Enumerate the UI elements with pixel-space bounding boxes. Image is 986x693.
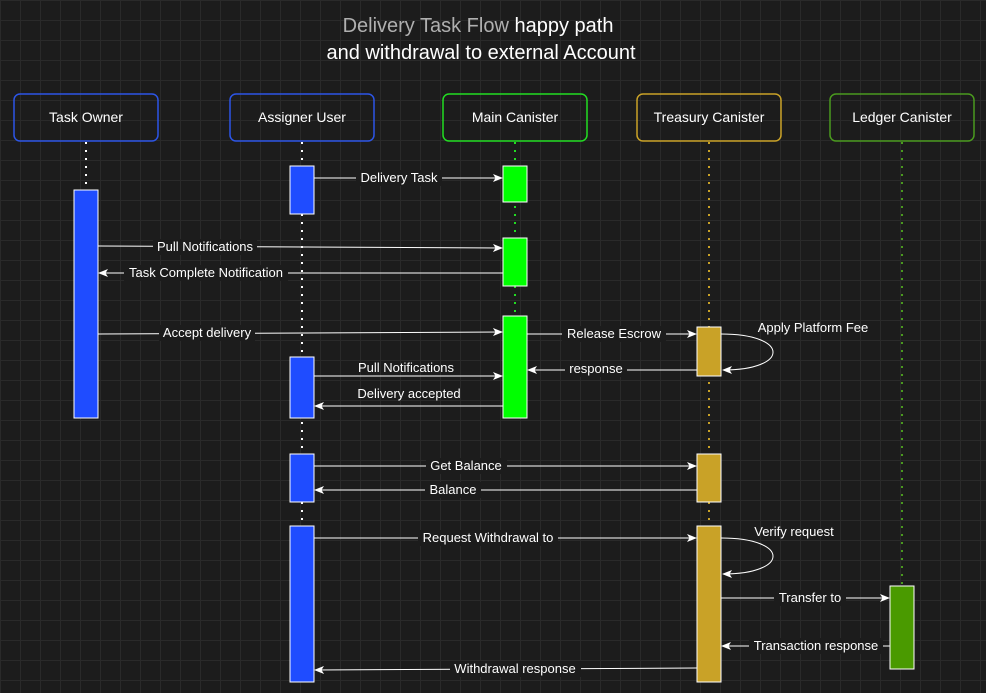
message-arrow-apply-platform-fee: [720, 333, 774, 374]
message-label-withdrawal-response: Withdrawal response: [454, 661, 575, 676]
activation-treasury-canister-2: [696, 453, 722, 503]
actor-box-assigner-user: [229, 93, 375, 142]
activation-assigner-user-3: [289, 453, 315, 503]
message-label-transfer-to: Transfer to: [779, 590, 841, 605]
message-label-apply-platform-fee: Apply Platform Fee: [758, 320, 869, 335]
message-label-response: response: [569, 361, 622, 376]
activation-task-owner-1: [73, 189, 99, 419]
actor-label-main-canister: Main Canister: [472, 109, 559, 125]
label-bg-balance: [425, 482, 481, 498]
actor-ledger-canister: Ledger Canister: [829, 93, 975, 142]
activation-bars: [73, 165, 915, 683]
title-part-1: Delivery Task Flow: [343, 15, 510, 37]
label-bg-response: [565, 361, 627, 377]
label-bg-accept-delivery: [159, 325, 255, 341]
message-label-release-escrow: Release Escrow: [567, 326, 662, 341]
actor-label-task-owner: Task Owner: [49, 109, 123, 125]
message-label-transaction-response: Transaction response: [754, 638, 879, 653]
label-bg-delivery-task: [356, 170, 442, 186]
label-bg-get-balance: [426, 458, 507, 474]
message-label-delivery-task: Delivery Task: [360, 170, 438, 185]
message-label-accept-delivery: Accept delivery: [163, 325, 252, 340]
label-bg-pull-notifications-owner: [153, 239, 257, 255]
message-arrow-verify-request: [720, 537, 774, 578]
label-bg-request-withdrawal: [418, 530, 558, 546]
activation-assigner-user-1: [289, 165, 315, 215]
label-bg-release-escrow: [562, 326, 666, 342]
actor-box-treasury-canister: [636, 93, 782, 142]
actor-label-treasury-canister: Treasury Canister: [654, 109, 765, 125]
message-label-verify-request: Verify request: [754, 524, 834, 539]
message-labels: Delivery Task Pull Notifications Task Co…: [124, 170, 883, 677]
actor-label-ledger-canister: Ledger Canister: [852, 109, 952, 125]
message-label-task-complete-notification: Task Complete Notification: [129, 265, 283, 280]
label-bg-transaction-response: [749, 638, 883, 654]
message-label-get-balance: Get Balance: [430, 458, 502, 473]
activation-treasury-canister-3: [696, 525, 722, 683]
actor-treasury-canister: Treasury Canister: [636, 93, 782, 142]
actor-box-task-owner: [13, 93, 159, 142]
activation-assigner-user-2: [289, 356, 315, 419]
activation-main-canister-3: [502, 315, 528, 419]
message-label-pull-notifications-owner: Pull Notifications: [157, 239, 254, 254]
activation-ledger-canister-1: [889, 585, 915, 670]
diagram-title-line-1: Delivery Task Flow happy path: [343, 15, 614, 37]
activation-assigner-user-4: [289, 525, 315, 683]
diagram-title-line-2: and withdrawal to external Account: [326, 42, 636, 64]
activation-treasury-canister-1: [696, 326, 722, 377]
activation-main-canister-1: [502, 165, 528, 203]
message-arrow-accept-delivery: [97, 328, 503, 337]
actor-label-assigner-user: Assigner User: [258, 109, 346, 125]
message-label-request-withdrawal: Request Withdrawal to: [423, 530, 554, 545]
label-bg-transfer-to: [774, 590, 846, 606]
actor-main-canister: Main Canister: [442, 93, 588, 142]
actor-task-owner: Task Owner: [13, 93, 159, 142]
actor-assigner-user: Assigner User: [229, 93, 375, 142]
actor-box-ledger-canister: [829, 93, 975, 142]
title-part-2: happy path: [509, 15, 614, 37]
message-label-delivery-accepted: Delivery accepted: [357, 386, 460, 401]
actor-box-main-canister: [442, 93, 588, 142]
label-bg-task-complete-notification: [124, 265, 288, 281]
label-bg-withdrawal-response: [450, 661, 581, 677]
message-label-pull-notifications-assigner: Pull Notifications: [358, 360, 455, 375]
message-label-balance: Balance: [430, 482, 477, 497]
activation-main-canister-2: [502, 237, 528, 287]
